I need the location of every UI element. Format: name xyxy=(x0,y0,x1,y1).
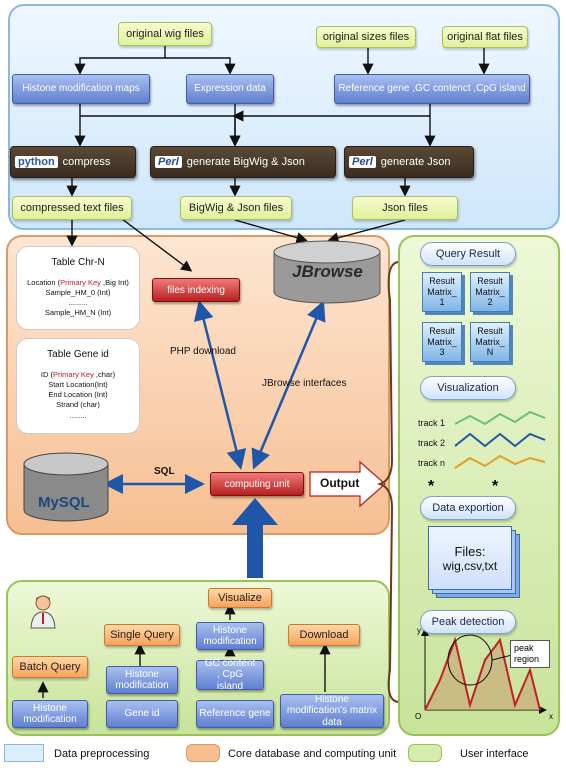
compressed-text-files: compressed text files xyxy=(12,196,132,220)
json-files: Json files xyxy=(352,196,458,220)
bigwig-json-files: BigWig & Json files xyxy=(180,196,292,220)
computing-unit-box: computing unit xyxy=(210,472,304,496)
peak-chart xyxy=(421,628,547,714)
table-chr-row1: Location (Primary Key ,Big Int) xyxy=(27,278,129,287)
input-wig-files: original wig files xyxy=(118,22,212,46)
peak-detection-pill: Peak detection xyxy=(420,610,516,634)
gc-content-box[interactable]: GC content , CpG island xyxy=(196,658,264,692)
input-flat-files: original flat files xyxy=(442,26,528,48)
matrix-data-box[interactable]: Histone modification's matrix data xyxy=(280,694,384,728)
table-gene-row4: Strand (char) xyxy=(56,400,100,410)
table-chr-row2: Sample_HM_0 (Int) xyxy=(45,288,111,298)
files-doc: Files: wig,csv,txt xyxy=(428,526,512,590)
generate-bigwig-label: generate BigWig & Json xyxy=(186,156,305,168)
user-avatar-icon xyxy=(30,594,56,630)
jbrowse-interfaces-label: JBrowse interfaces xyxy=(262,378,347,389)
visualize-button[interactable]: Visualize xyxy=(208,588,272,608)
table-gene-title: Table Gene id xyxy=(47,349,109,360)
peak-region-callout: peak region xyxy=(510,640,550,668)
legend-label-preprocessing: Data preprocessing xyxy=(54,748,150,760)
generate-json-label: generate Json xyxy=(380,156,451,168)
download-button[interactable]: Download xyxy=(288,624,360,646)
legend-swatch-ui xyxy=(408,744,442,762)
python-logo: python xyxy=(15,156,58,168)
table-chr-row4: Sample_HM_N (Int) xyxy=(44,308,112,318)
track-2-label: track 2 xyxy=(418,438,446,448)
mysql-label: MySQL xyxy=(38,494,90,511)
peak-region-l2: region xyxy=(514,654,540,665)
files-label: Files: xyxy=(454,543,486,559)
star-left: * xyxy=(428,478,435,495)
table-gene-row3: End Location (Int) xyxy=(48,390,108,400)
python-compress-box: python compress xyxy=(10,146,136,178)
axis-o-label: O xyxy=(415,712,422,721)
peak-region-l1: peak xyxy=(514,643,534,653)
jbrowse-cylinder: JBrowse xyxy=(272,240,382,304)
table-gene-row1: ID (Primary Key ,char) xyxy=(40,370,116,379)
table-chr-n: Table Chr-N Location (Primary Key ,Big I… xyxy=(16,246,140,330)
legend-swatch-core xyxy=(186,744,220,762)
reference-gene-box: Reference gene ,GC contenct ,CpG island xyxy=(334,74,530,104)
axis-x-label: x xyxy=(549,712,553,721)
ui-brace xyxy=(376,261,399,703)
batch-query-button[interactable]: Batch Query xyxy=(12,656,88,678)
table-chr-title: Table Chr-N xyxy=(51,257,105,268)
single-query-button[interactable]: Single Query xyxy=(104,624,180,646)
output-label: Output xyxy=(320,476,360,490)
track-n-label: track n xyxy=(418,458,446,468)
big-up-arrow xyxy=(232,498,278,578)
legend-swatch-preprocessing xyxy=(4,744,44,762)
perl-bigwig-box: Perl generate BigWig & Json xyxy=(150,146,336,178)
star-right: * xyxy=(492,478,499,495)
files-indexing-box: files indexing xyxy=(152,278,240,302)
histone-maps-box: Histone modification maps xyxy=(12,74,150,104)
table-chr-row3: ......... xyxy=(68,298,88,308)
table-gene-id: Table Gene id ID (Primary Key ,char) Sta… xyxy=(16,338,140,434)
perl-logo: Perl xyxy=(155,156,182,168)
compress-label: compress xyxy=(62,156,111,168)
histone-mod-batch-box[interactable]: Histone modification xyxy=(12,700,88,728)
expression-data-box: Expression data xyxy=(186,74,274,104)
query-result-pill: Query Result xyxy=(420,242,516,266)
axis-y-label: y xyxy=(417,626,421,635)
jbrowse-label: JBrowse xyxy=(292,262,363,281)
track-1-label: track 1 xyxy=(418,418,446,428)
perl-json-box: Perl generate Json xyxy=(344,146,474,178)
mysql-cylinder: MySQL xyxy=(22,452,110,522)
perl-logo-2: Perl xyxy=(349,156,376,168)
legend-label-core: Core database and computing unit xyxy=(228,748,397,760)
table-gene-row5: ........ xyxy=(69,410,87,420)
output-arrow xyxy=(309,460,386,508)
files-types: wig,csv,txt xyxy=(442,558,498,573)
reference-gene-input-box[interactable]: Reference gene xyxy=(196,700,274,728)
visualization-pill: Visualization xyxy=(420,376,516,400)
gene-id-box[interactable]: Gene id xyxy=(106,700,178,728)
table-gene-row2: Start Location(Int) xyxy=(48,380,108,390)
data-exportion-pill: Data exportion xyxy=(420,496,516,520)
input-sizes-files: original sizes files xyxy=(316,26,416,48)
histone-mod-single-box[interactable]: Histone modification xyxy=(106,666,178,694)
php-download-label: PHP download xyxy=(170,346,236,357)
sql-label: SQL xyxy=(154,466,175,477)
legend-label-ui: User interface xyxy=(460,748,529,760)
histone-mod-visualize-box[interactable]: Histone modification xyxy=(196,622,264,650)
